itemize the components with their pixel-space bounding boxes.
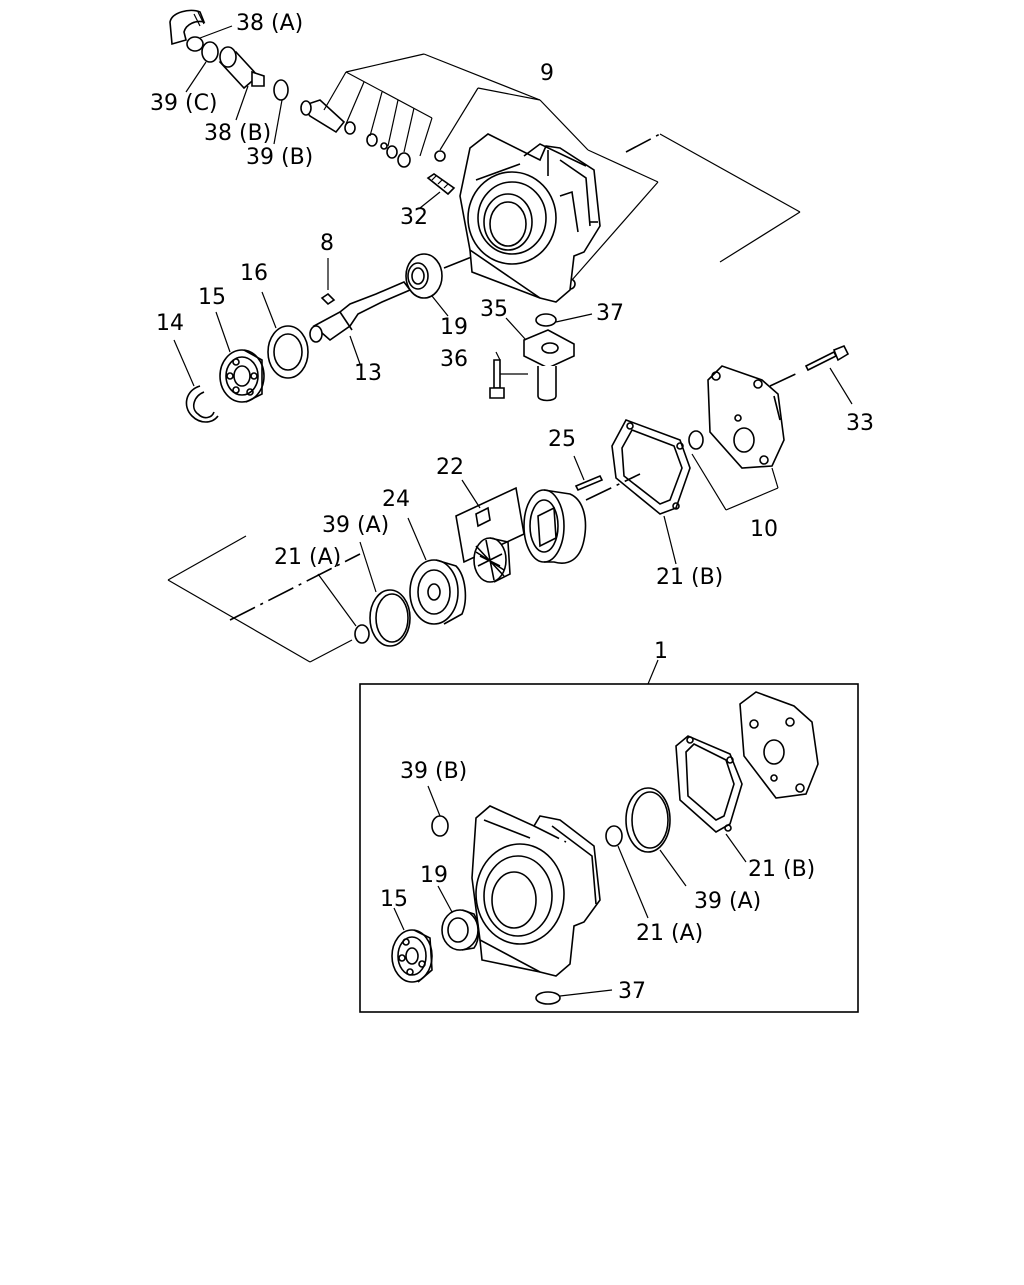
elbow-fitting-38a: [169, 9, 206, 52]
callout-10: 10: [750, 517, 778, 542]
side-plate-24: [407, 517, 467, 625]
callout-24: 24: [382, 487, 410, 512]
shaft-13: [309, 281, 412, 365]
connector-38b: [218, 46, 265, 90]
center-line-a: [625, 133, 661, 153]
washer-16: [261, 291, 309, 379]
repair-kit-1: [359, 659, 859, 1013]
frame-line-a: [659, 133, 801, 213]
callout-1: 1: [654, 639, 668, 664]
oring-39a: [359, 541, 411, 647]
callout-19: 19: [440, 315, 468, 340]
callout-39a: 39 (A): [322, 513, 389, 538]
kit-callout-21b: 21 (B): [748, 857, 815, 882]
fitting-35: [505, 317, 575, 402]
oring-39c: [201, 41, 219, 63]
callout-21b: 21 (B): [656, 565, 723, 590]
key-8: [320, 258, 336, 306]
cover-10: [688, 365, 785, 511]
callout-16: 16: [240, 261, 268, 286]
cam-ring: [523, 489, 587, 564]
kit-callout-37: 37: [618, 979, 646, 1004]
callout-8: 8: [320, 231, 334, 256]
kit-callout-19: 19: [420, 863, 448, 888]
oring-39b-top: [273, 79, 289, 101]
callout-15: 15: [198, 285, 226, 310]
callout-38a: 38 (A): [236, 11, 303, 36]
bolt-36: [489, 351, 528, 399]
kit-callout-15: 15: [380, 887, 408, 912]
vanes-22: [455, 479, 525, 564]
callout-39b: 39 (B): [246, 145, 313, 170]
callout-14: 14: [156, 311, 184, 336]
leader-38a: [199, 25, 233, 39]
valve-parts: [300, 71, 433, 168]
leader-39b: [273, 99, 283, 145]
pin-25: [573, 455, 604, 492]
bearing-19: [405, 253, 475, 317]
kit-frame: [359, 683, 859, 1013]
callout-13: 13: [354, 361, 382, 386]
callout-35: 35: [480, 297, 508, 322]
bolt-33: [769, 344, 853, 405]
kit-callout-21a: 21 (A): [636, 921, 703, 946]
callout-25: 25: [548, 427, 576, 452]
callout-38b: 38 (B): [204, 121, 271, 146]
callout-37: 37: [596, 301, 624, 326]
kit-callout-39a: 39 (A): [694, 889, 761, 914]
callout-21a: 21 (A): [274, 545, 341, 570]
callout-36: 36: [440, 347, 468, 372]
center-line-b: [585, 473, 641, 501]
oring-37: [535, 313, 593, 327]
leader-39c: [185, 61, 207, 93]
frame-line-b: [719, 211, 801, 263]
leader-9: [345, 53, 659, 281]
rotor: [473, 537, 511, 583]
gasket-21b: [611, 419, 691, 565]
pump-body-9: [434, 133, 601, 303]
snap-ring-14: [173, 339, 219, 423]
callout-32: 32: [400, 205, 428, 230]
oring-21a: [317, 573, 370, 644]
callout-9: 9: [540, 61, 554, 86]
frame-lower: [167, 535, 361, 663]
stud-32: [419, 173, 456, 209]
leader-38b: [235, 85, 249, 121]
callout-33: 33: [846, 411, 874, 436]
callout-22: 22: [436, 455, 464, 480]
bearing-15: [215, 311, 265, 403]
callout-39c: 39 (C): [150, 91, 218, 116]
kit-callout-39b: 39 (B): [400, 759, 467, 784]
